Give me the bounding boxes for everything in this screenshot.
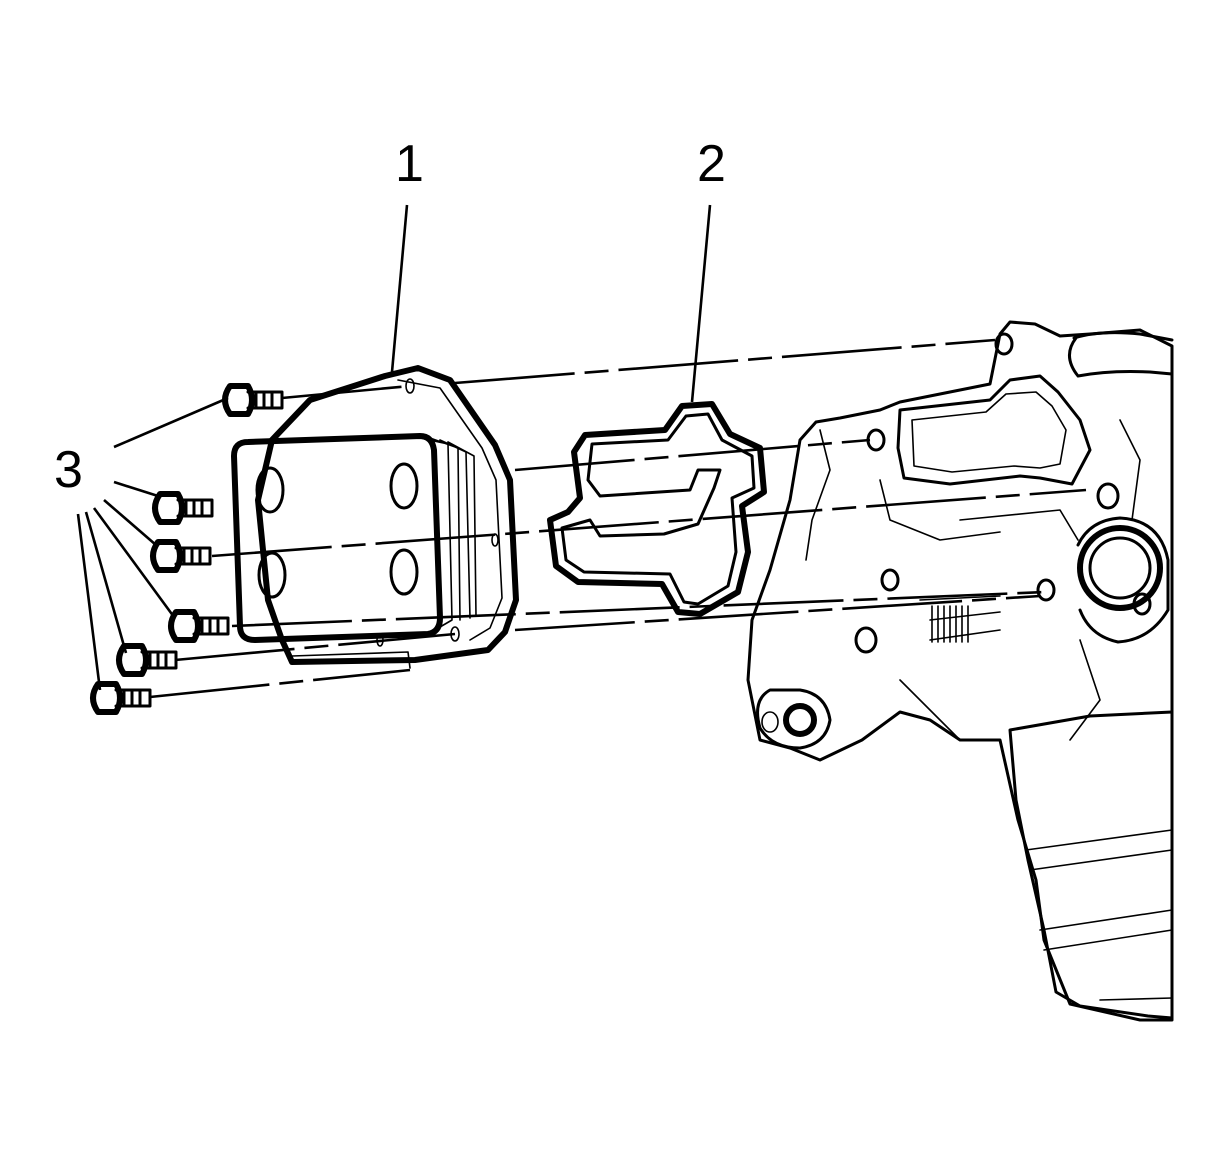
flange-hole	[376, 633, 384, 647]
axis-line-middle	[211, 488, 1087, 558]
gasket-part-2	[547, 401, 767, 617]
axis-line-top	[454, 338, 996, 385]
axis-line-bolt-5	[174, 632, 456, 662]
axis-line-upper	[514, 438, 871, 472]
cooler-port-bottom-left	[257, 551, 287, 599]
housing-ribs	[931, 605, 969, 643]
flange-lip	[291, 651, 411, 669]
axis-line-bolt-6	[149, 668, 411, 699]
leader-line-2	[690, 204, 712, 403]
housing-hole	[880, 568, 900, 592]
bolt	[222, 383, 284, 417]
bolt-head	[116, 643, 149, 677]
cooler-port-top-left	[255, 466, 285, 514]
callout-2-label: 2	[697, 135, 726, 193]
cooler-flange	[255, 365, 519, 665]
bolt-shank	[176, 498, 214, 518]
housing-details	[805, 419, 1141, 741]
bolt	[152, 491, 214, 525]
leader-line-3f	[76, 513, 102, 691]
flange-inner-edge	[397, 379, 503, 641]
flange-hole	[491, 533, 499, 547]
gasket-outer	[547, 401, 767, 617]
flange-hole	[450, 626, 460, 642]
oil-cooler-part-1	[231, 365, 519, 669]
axis-line-bottom	[514, 594, 1041, 632]
alignment-axes	[149, 338, 1087, 699]
bolt-head	[90, 681, 123, 715]
bolt-shank	[140, 650, 178, 670]
bolt	[90, 681, 152, 715]
leader-line-3e	[84, 511, 128, 654]
flange-hole	[405, 378, 415, 394]
housing-hole	[1036, 578, 1056, 602]
leader-line-3d	[92, 507, 176, 618]
bolt-shank	[192, 616, 230, 636]
bolts-part-3	[90, 383, 284, 715]
bolt	[150, 539, 212, 573]
housing-port-frame	[896, 374, 1092, 486]
bolt	[168, 609, 230, 643]
housing-ear-hole	[783, 703, 817, 737]
leader-line-3a	[113, 396, 229, 449]
bolt-head	[150, 539, 183, 573]
leader-line-1	[390, 204, 409, 373]
bolt-shank	[246, 390, 284, 410]
bolt-shank	[114, 688, 152, 708]
filter-housing	[1008, 710, 1174, 1020]
axis-line-bolt-1	[281, 384, 411, 400]
gasket-inner	[560, 412, 756, 606]
bolt-head	[152, 491, 185, 525]
bolt-head	[222, 383, 255, 417]
housing-boss-inner	[1088, 536, 1152, 600]
cooler-fins	[419, 437, 477, 635]
callout-1-label: 1	[395, 135, 424, 193]
housing-mount-ear	[756, 688, 832, 750]
housing-top-pipe	[1068, 331, 1174, 378]
housing-boss-ring	[1076, 516, 1170, 644]
filter-bands	[1025, 829, 1173, 1001]
axis-line-lower	[231, 590, 1047, 628]
housing-hole	[1096, 482, 1120, 510]
bolt-shank	[174, 546, 212, 566]
housing-hole	[854, 626, 878, 654]
housing-hole	[866, 428, 886, 452]
bolt	[116, 643, 178, 677]
callout-3-label: 3	[54, 441, 83, 499]
engine-housing	[746, 320, 1174, 1022]
housing-boss	[1077, 525, 1163, 611]
housing-outline	[746, 320, 1174, 1022]
cooler-port-bottom-right	[389, 548, 419, 596]
leader-lines	[76, 204, 712, 691]
housing-ear-hole-small	[761, 711, 779, 733]
housing-hole	[1132, 592, 1152, 616]
housing-port-inner	[911, 391, 1067, 473]
leader-line-3c	[103, 499, 157, 546]
leader-line-3b	[113, 480, 159, 498]
cooler-port-top-right	[389, 462, 419, 510]
housing-hole	[994, 332, 1014, 356]
bolt-head	[168, 609, 201, 643]
